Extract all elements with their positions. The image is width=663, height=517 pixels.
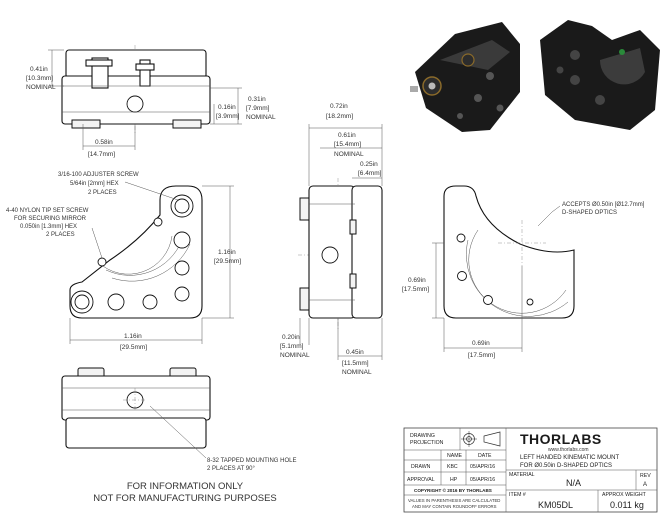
tb-approval-label: APPROVAL bbox=[407, 477, 435, 483]
note-adjuster-2: 5/64in [2mm] HEX bbox=[70, 181, 119, 187]
tb-drawing: DRAWING bbox=[410, 433, 435, 439]
dim-side-020-mm: [5.1mm] bbox=[280, 343, 304, 350]
dim-right-v: 0.69in bbox=[408, 277, 426, 284]
dim-side-061-mm: [15.4mm] bbox=[334, 141, 361, 148]
dim-side-045-mm: [11.5mm] bbox=[342, 360, 369, 367]
dim-nominal-3: NOMINAL bbox=[334, 151, 364, 158]
tb-material: N/A bbox=[566, 478, 581, 488]
dim-top-width-mm: [14.7mm] bbox=[88, 151, 115, 158]
top-view-dimensions: 0.41in [10.3mm] NOMINAL 0.31in [7.9mm] N… bbox=[26, 49, 276, 158]
thorlabs-logo: THORLABS bbox=[520, 431, 602, 447]
side-view-dimensions: 0.72in [18.2mm] 0.61in [15.4mm] NOMINAL … bbox=[280, 103, 383, 376]
note-setscrew-2: FOR SECURING MIRROR bbox=[14, 216, 87, 222]
dim-side-025-mm: [6.4mm] bbox=[358, 170, 382, 177]
tb-title-1: LEFT HANDED KINEMATIC MOUNT bbox=[520, 455, 619, 461]
info-line-1: FOR INFORMATION ONLY bbox=[126, 481, 244, 492]
tb-material-label: MATERIAL bbox=[509, 472, 535, 478]
dim-nominal-4: NOMINAL bbox=[280, 352, 310, 359]
dim-side-016: 0.16in bbox=[218, 104, 236, 111]
note-setscrew-1: 4-40 NYLON TIP SET SCREW bbox=[6, 208, 89, 214]
isometric-render-right bbox=[540, 20, 660, 130]
tb-rev: A bbox=[643, 482, 647, 488]
dim-front-height-mm: [29.5mm] bbox=[214, 258, 241, 265]
tb-drawn-name: KBC bbox=[447, 464, 458, 470]
dim-side-045: 0.45in bbox=[346, 349, 364, 356]
dim-side-072-mm: [18.2mm] bbox=[326, 113, 353, 120]
tb-date-header: DATE bbox=[478, 453, 492, 459]
note-accepts-1: ACCEPTS Ø0.50in [Ø12.7mm] bbox=[562, 202, 645, 208]
dim-right-h-mm: [17.5mm] bbox=[468, 352, 495, 359]
tb-copyright: COPYRIGHT © 2016 BY THORLABS bbox=[414, 487, 492, 493]
dim-side-025: 0.25in bbox=[360, 161, 378, 168]
note-tapped-1: 8-32 TAPPED MOUNTING HOLE bbox=[207, 458, 296, 464]
tb-item: KM05DL bbox=[538, 500, 573, 510]
tb-drawn-label: DRAWN bbox=[411, 464, 431, 470]
dim-side-072: 0.72in bbox=[330, 103, 348, 110]
note-tapped-2: 2 PLACES AT 90° bbox=[207, 466, 255, 472]
dim-nominal-5: NOMINAL bbox=[342, 369, 372, 376]
tb-rev-label: REV bbox=[640, 473, 651, 479]
isometric-render-left bbox=[410, 22, 520, 132]
front-view-dimensions: 1.16in [29.5mm] 1.16in [29.5mm] 3/16-100… bbox=[6, 172, 241, 351]
dim-top-height: 0.41in bbox=[30, 66, 48, 73]
dim-top-height-mm: [10.3mm] bbox=[26, 75, 53, 82]
tb-weight: 0.011 kg bbox=[610, 500, 644, 510]
title-block: DRAWING PROJECTION NAME DATE DRAWN KBC 0… bbox=[403, 427, 658, 513]
dim-side-061: 0.61in bbox=[338, 132, 356, 139]
dim-nominal-2: NOMINAL bbox=[246, 114, 276, 121]
tb-item-label: ITEM # bbox=[509, 492, 526, 498]
front-view bbox=[69, 185, 203, 319]
tb-title-2: FOR Ø0.50in D-SHAPED OPTICS bbox=[520, 463, 612, 469]
dim-side-031-mm: [7.9mm] bbox=[246, 105, 270, 112]
tb-website: www.thorlabs.com bbox=[548, 447, 589, 453]
right-view bbox=[443, 185, 575, 319]
bottom-view: 8-32 TAPPED MOUNTING HOLE 2 PLACES AT 90… bbox=[61, 367, 296, 472]
tb-name-header: NAME bbox=[447, 453, 463, 459]
dim-right-h: 0.69in bbox=[472, 340, 490, 347]
dim-side-031: 0.31in bbox=[248, 96, 266, 103]
note-accepts-2: D-SHAPED OPTICS bbox=[562, 210, 617, 216]
tb-approval-name: HP bbox=[450, 477, 458, 483]
right-view-dimensions: 0.69in [17.5mm] 0.69in [17.5mm] ACCEPTS … bbox=[402, 202, 645, 359]
tb-values-1: VALUES IN PARENTHESIS ARE CALCULATED bbox=[408, 498, 500, 503]
note-adjuster-3: 2 PLACES bbox=[88, 190, 117, 196]
side-view bbox=[298, 178, 383, 330]
note-setscrew-4: 2 PLACES bbox=[46, 232, 75, 238]
tb-drawn-date: 05/APR/16 bbox=[470, 464, 495, 470]
note-setscrew-3: 0.050in [1.3mm] HEX bbox=[20, 224, 77, 230]
dim-top-width: 0.58in bbox=[95, 139, 113, 146]
dim-front-width: 1.16in bbox=[124, 333, 142, 340]
projection-cone-icon bbox=[483, 431, 501, 447]
tb-approval-date: 05/APR/16 bbox=[470, 477, 495, 483]
tb-projection: PROJECTION bbox=[410, 440, 444, 446]
dim-right-v-mm: [17.5mm] bbox=[402, 286, 429, 293]
dim-side-020: 0.20in bbox=[282, 334, 300, 341]
info-line-2: NOT FOR MANUFACTURING PURPOSES bbox=[93, 493, 277, 504]
note-adjuster-1: 3/16-100 ADJUSTER SCREW bbox=[58, 172, 139, 178]
top-view bbox=[61, 45, 211, 135]
tb-values-2: AND MAY CONTAIN ROUNDOFF ERRORS bbox=[412, 504, 497, 509]
dim-side-016-mm: [3.9mm] bbox=[216, 113, 240, 120]
tb-weight-label: APPROX WEIGHT bbox=[602, 492, 647, 498]
dim-front-height: 1.16in bbox=[218, 249, 236, 256]
dim-front-width-mm: [29.5mm] bbox=[120, 344, 147, 351]
dim-nominal: NOMINAL bbox=[26, 84, 56, 91]
